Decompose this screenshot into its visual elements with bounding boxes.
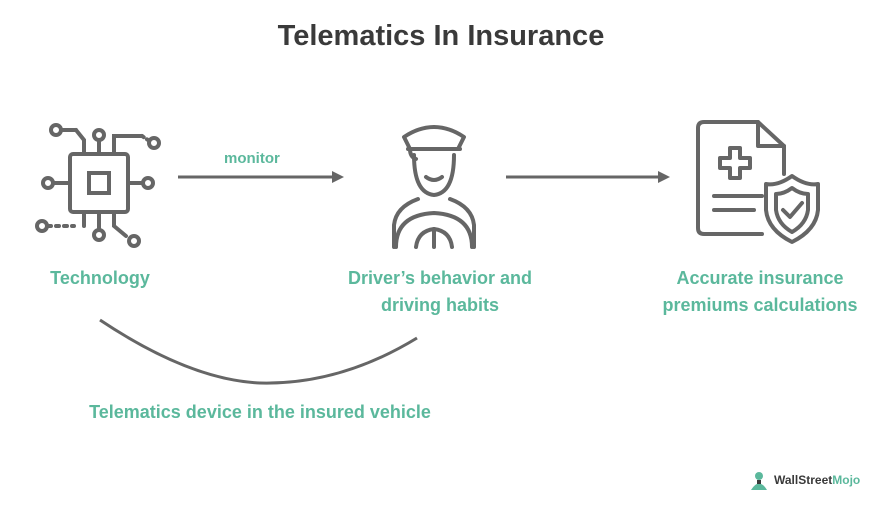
page-title: Telematics In Insurance — [277, 20, 605, 52]
monitor-label: monitor — [224, 150, 280, 167]
brand-logo-icon — [751, 472, 767, 490]
brand-name-part2: Mojo — [832, 473, 861, 487]
driver-label: Driver’s behavior and driving habits — [347, 268, 533, 315]
technology-label: Technology — [50, 268, 150, 288]
driver-icon — [392, 125, 476, 249]
bottom-caption: Telematics device in the insured vehicle — [89, 402, 431, 422]
brand-logo: WallStreetMojo — [748, 469, 860, 491]
insurance-document-icon — [696, 120, 820, 244]
brand-name-part1: WallStreet — [774, 473, 833, 487]
premiums-label: Accurate insurance premiums calculations — [662, 268, 858, 315]
bottom-curve — [99, 318, 418, 385]
chip-icon — [35, 123, 161, 248]
